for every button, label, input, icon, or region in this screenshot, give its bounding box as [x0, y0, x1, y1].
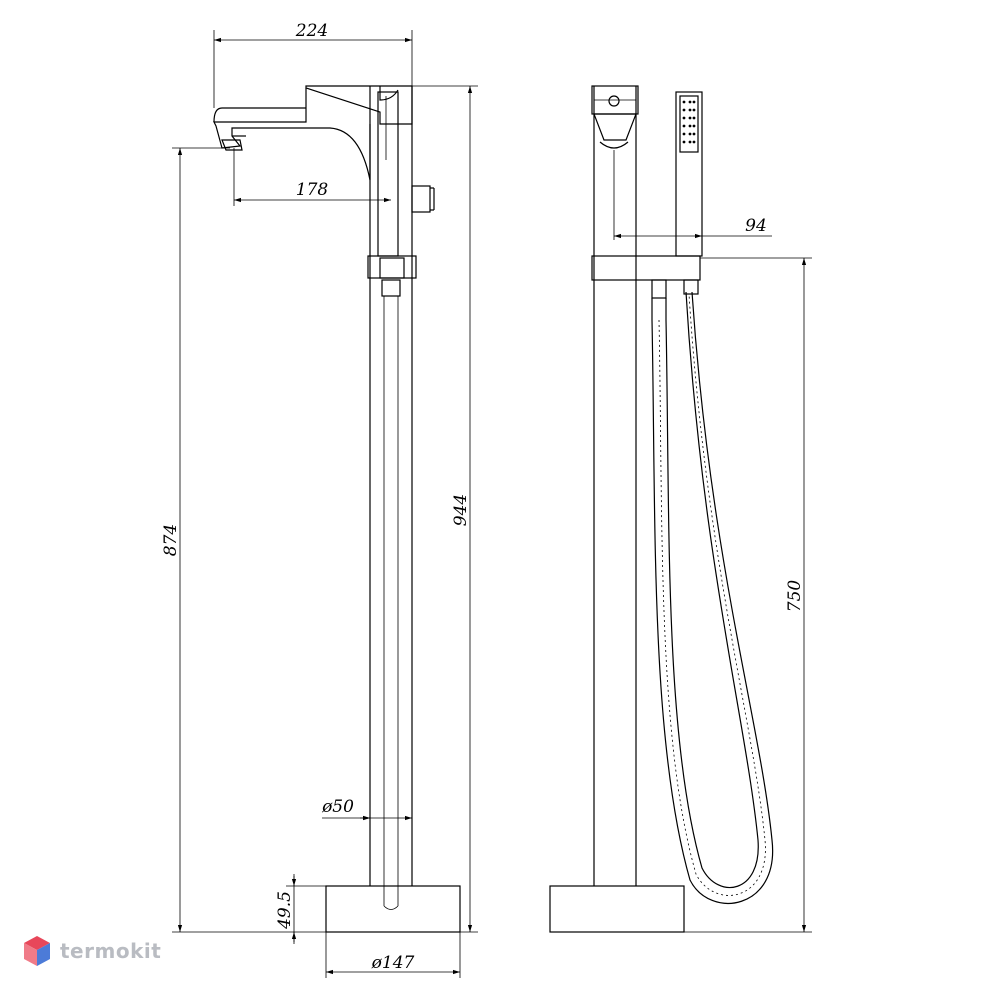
handshower-front	[675, 91, 703, 257]
dim-178-label: 178	[296, 180, 329, 200]
logo-text: termokit	[60, 939, 162, 963]
base-block	[325, 885, 461, 933]
hose-outer	[651, 291, 774, 904]
termokit-logo: termokit	[22, 934, 161, 968]
dim-94-label: 94	[745, 216, 767, 236]
dim-224-label: 224	[295, 21, 328, 41]
holder-band-front	[591, 255, 701, 281]
holder-ring-side	[367, 255, 417, 279]
side-view: 224 178 874 944 ø50 49.5 ø147	[161, 21, 478, 978]
inner-hose-bottom	[383, 905, 399, 910]
handshower-side	[377, 91, 399, 257]
dim-49-5-label: 49.5	[275, 891, 295, 930]
base-block-front	[549, 885, 685, 933]
dim-147-label: ø147	[371, 953, 415, 973]
handshower-holes	[682, 100, 696, 144]
diverter-knob	[411, 185, 431, 213]
dim-874-label: 874	[161, 524, 181, 556]
dim-944-label: 944	[451, 494, 471, 526]
dim-50-label: ø50	[321, 797, 354, 817]
hose-inner	[665, 291, 759, 889]
front-view: 94 750	[549, 85, 812, 933]
dim-750-label: 750	[785, 580, 805, 613]
cube-icon	[24, 936, 50, 966]
